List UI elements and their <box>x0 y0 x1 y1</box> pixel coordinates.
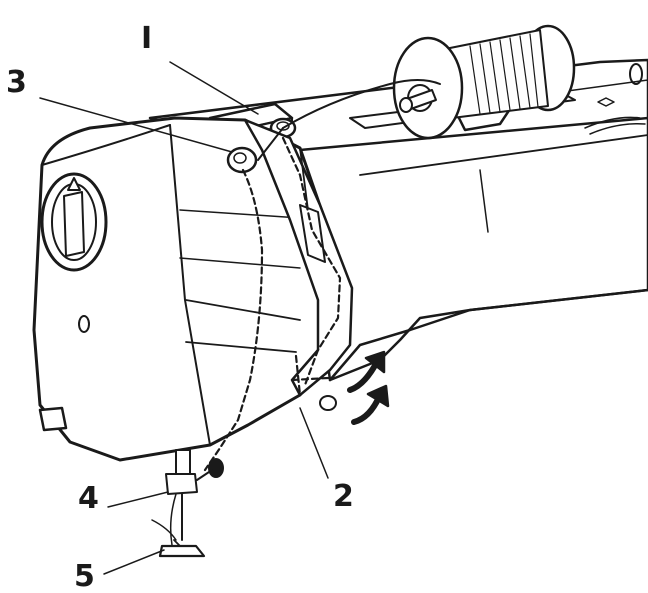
machine-head <box>32 116 354 462</box>
direction-arrows <box>347 350 390 425</box>
callout-label-5: 5 <box>74 559 95 593</box>
callout-label-3: 3 <box>6 65 27 100</box>
thread-path <box>203 79 441 472</box>
tension-disc <box>226 146 258 174</box>
needle-and-presser-foot <box>151 449 224 558</box>
callout-label-4: 4 <box>78 481 99 516</box>
callout-label-2: 2 <box>333 479 354 514</box>
leader-lines <box>39 61 329 575</box>
callout-label-1: I <box>141 21 152 56</box>
thread-spool <box>392 24 576 140</box>
